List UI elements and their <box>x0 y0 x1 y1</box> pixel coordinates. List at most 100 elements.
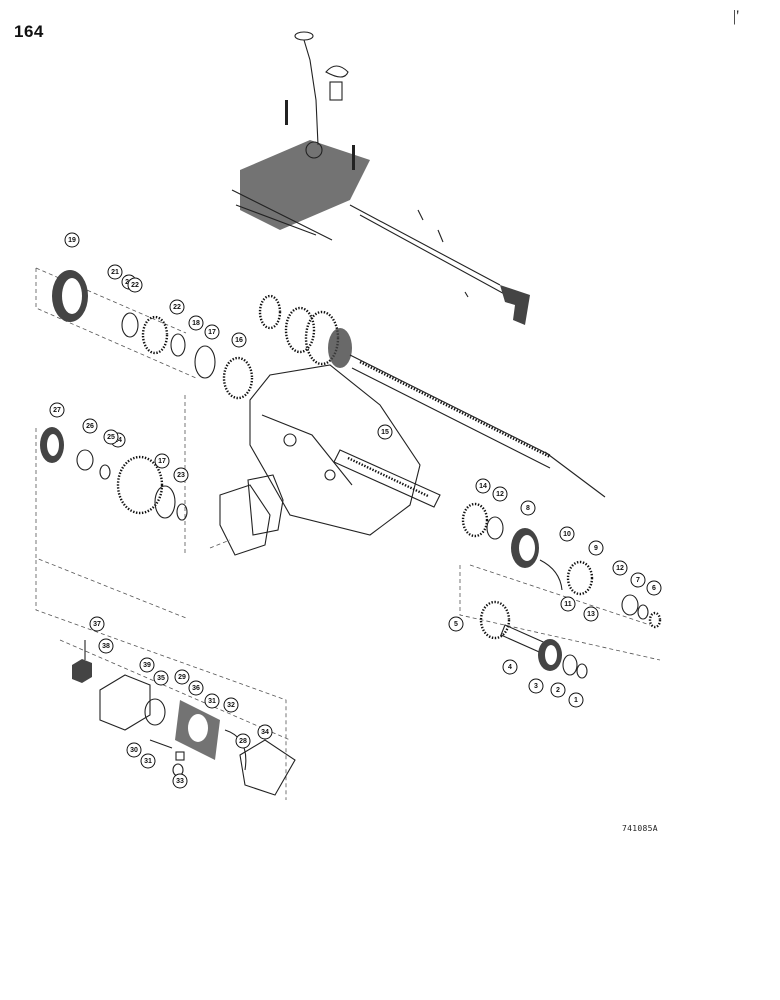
callout-number: 31 <box>208 698 216 705</box>
upper-left-gear-group <box>35 267 254 400</box>
callout-number: 22 <box>131 282 139 289</box>
part-callout-11: 11 <box>560 596 576 612</box>
part-callout-16: 16 <box>231 332 247 348</box>
part-callout-28: 28 <box>235 733 251 749</box>
callout-number: 21 <box>111 269 119 276</box>
callout-circle <box>448 616 464 632</box>
callout-circle <box>103 429 119 445</box>
part-callout-18: 18 <box>188 315 204 331</box>
callout-circle <box>235 733 251 749</box>
callout-circle <box>107 264 123 280</box>
callout-circle <box>492 486 508 502</box>
part-callout-35: 35 <box>153 670 169 686</box>
callout-number: 26 <box>86 423 94 430</box>
part-callout-34: 34 <box>257 724 273 740</box>
callout-circle <box>89 616 105 632</box>
callout-number: 10 <box>563 531 571 538</box>
part-callout-39: 39 <box>139 657 155 673</box>
part-callout-17: 17 <box>204 324 220 340</box>
callout-number: 29 <box>178 674 186 681</box>
part-callout-23: 23 <box>173 467 189 483</box>
part-callout-25: 25 <box>103 429 119 445</box>
part-callout-22: 22 <box>127 277 143 293</box>
callout-number: 3 <box>534 683 538 690</box>
part-callout-30: 30 <box>126 742 142 758</box>
callout-number: 9 <box>594 545 598 552</box>
callout-number: 39 <box>143 662 151 669</box>
part-callout-26: 26 <box>82 418 98 434</box>
part-callout-32: 32 <box>223 697 239 713</box>
callout-number: 7 <box>636 577 640 584</box>
part-callout-14: 14 <box>475 478 491 494</box>
callout-number: 8 <box>526 505 530 512</box>
callout-circle <box>139 657 155 673</box>
part-callout-37: 37 <box>89 616 105 632</box>
part-callout-31: 31 <box>140 753 156 769</box>
callout-circle <box>550 682 566 698</box>
callout-circle <box>204 693 220 709</box>
part-callout-22: 22 <box>169 299 185 315</box>
part-callout-12: 12 <box>492 486 508 502</box>
figure-id: 741085A <box>622 824 658 833</box>
callout-circle <box>98 638 114 654</box>
part-callout-8: 8 <box>520 500 536 516</box>
callout-circle <box>82 418 98 434</box>
callout-circle <box>154 453 170 469</box>
right-side-components <box>459 502 662 679</box>
part-callout-7: 7 <box>630 572 646 588</box>
callout-circle <box>475 478 491 494</box>
part-callout-21: 21 <box>107 264 123 280</box>
callout-circle <box>583 606 599 622</box>
callout-number: 12 <box>496 491 504 498</box>
callout-number: 5 <box>454 621 458 628</box>
callout-layer: 1234567891011121213141516171718192021222… <box>49 232 662 789</box>
callout-circle <box>126 742 142 758</box>
part-callout-17: 17 <box>154 453 170 469</box>
callout-number: 17 <box>158 458 166 465</box>
callout-circle <box>560 596 576 612</box>
callout-circle <box>377 424 393 440</box>
callout-number: 27 <box>53 407 61 414</box>
callout-number: 28 <box>239 738 247 745</box>
part-callout-13: 13 <box>583 606 599 622</box>
part-callout-15: 15 <box>377 424 393 440</box>
callout-circle <box>588 540 604 556</box>
callout-circle <box>169 299 185 315</box>
callout-number: 17 <box>208 329 216 336</box>
callout-number: 23 <box>177 472 185 479</box>
callout-number: 35 <box>157 675 165 682</box>
part-callout-9: 9 <box>588 540 604 556</box>
callout-number: 36 <box>192 685 200 692</box>
part-callout-29: 29 <box>174 669 190 685</box>
part-callout-2: 2 <box>550 682 566 698</box>
callout-number: 32 <box>227 702 235 709</box>
page-number: 164 <box>14 22 44 41</box>
part-callout-12: 12 <box>612 560 628 576</box>
callout-circle <box>568 692 584 708</box>
callout-circle <box>559 526 575 542</box>
part-callout-19: 19 <box>64 232 80 248</box>
part-callout-31: 31 <box>204 693 220 709</box>
transmission-case <box>209 364 421 556</box>
callout-circle <box>223 697 239 713</box>
callout-number: 38 <box>102 643 110 650</box>
callout-circle <box>257 724 273 740</box>
callout-number: 33 <box>176 778 184 785</box>
shift-cover-assembly <box>231 31 530 325</box>
callout-circle <box>153 670 169 686</box>
callout-circle <box>231 332 247 348</box>
callout-number: 1 <box>574 697 578 704</box>
callout-circle <box>520 500 536 516</box>
callout-circle <box>173 467 189 483</box>
part-callout-4: 4 <box>502 659 518 675</box>
callout-number: 18 <box>192 320 200 327</box>
callout-circle <box>528 678 544 694</box>
callout-number: 15 <box>381 429 389 436</box>
callout-number: 25 <box>107 434 115 441</box>
callout-number: 6 <box>652 585 656 592</box>
callout-number: 34 <box>261 729 269 736</box>
part-callout-36: 36 <box>188 680 204 696</box>
callout-number: 30 <box>130 747 138 754</box>
callout-number: 4 <box>508 664 512 671</box>
callout-circle <box>64 232 80 248</box>
